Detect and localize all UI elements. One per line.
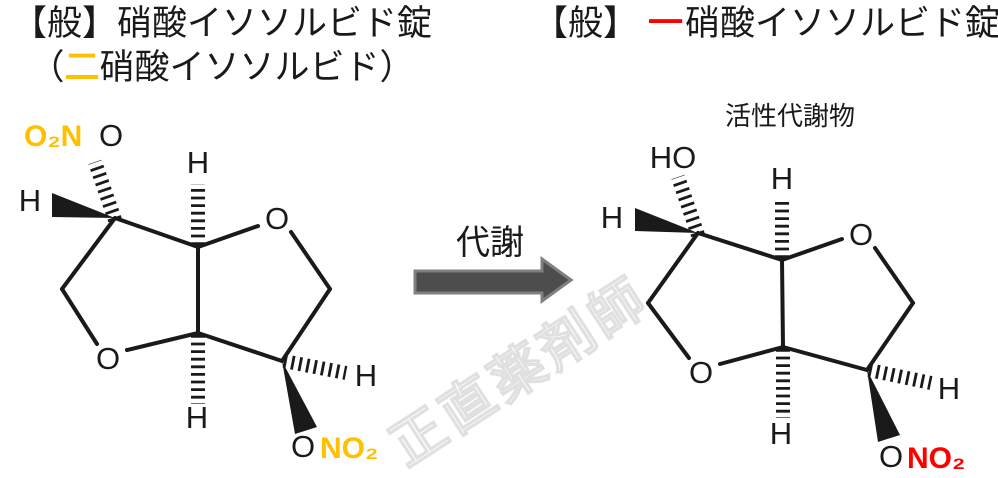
ring-oxygen-label: O	[849, 217, 873, 252]
bond	[646, 301, 691, 360]
oxygen-label: O	[879, 439, 903, 474]
bond	[865, 301, 915, 372]
hashed-wedge-bond	[671, 174, 705, 238]
left-generic-name-title: 【般】硝酸イソソルビド錠 （二硝酸イソソルビド）	[0, 2, 444, 90]
molecule-isosorbide-dinitrate: O₂N O H H O O H H O NO₂	[19, 118, 379, 465]
right-arrow-shape	[413, 256, 574, 304]
right-ring-bonds	[646, 231, 915, 372]
bond	[780, 237, 844, 262]
nitrate-group-label: NO₂	[320, 432, 378, 465]
bond	[646, 231, 700, 305]
solid-wedge-bond	[52, 193, 115, 218]
ring-oxygen-label: O	[689, 355, 713, 390]
metabolism-arrow	[413, 256, 574, 304]
ring-oxygen-label: O	[96, 341, 120, 376]
left-title-highlight-di: 二	[64, 48, 100, 87]
hydrogen-label: H	[186, 400, 208, 435]
right-title-rest: 硝酸イソソルビド錠	[685, 4, 998, 43]
hydrogen-label: H	[601, 200, 623, 235]
right-atom-labels: HO H H O O H H O NO₂	[601, 140, 966, 475]
bond	[60, 216, 117, 291]
bond	[873, 246, 915, 305]
solid-wedge-bond	[867, 370, 900, 442]
bond	[125, 331, 200, 352]
right-generic-name-title: 【般】一硝酸イソソルビド錠	[533, 2, 998, 46]
hydroxyl-label: HO	[650, 140, 697, 175]
bond	[196, 224, 260, 249]
bond	[781, 345, 869, 372]
solid-wedge-bond	[635, 208, 698, 233]
bond	[196, 331, 284, 363]
hydrogen-label: H	[187, 145, 209, 180]
nitrate-group-label: NO₂	[907, 442, 965, 475]
bond	[60, 287, 99, 346]
solid-wedge-bond	[282, 361, 317, 434]
hashed-wedge-bond	[282, 354, 348, 380]
molecule-active-metabolite: 活性代謝物 HO H H O O H H O	[601, 101, 966, 475]
active-metabolite-caption: 活性代謝物	[725, 101, 855, 131]
bond	[696, 231, 784, 262]
hydrogen-label: H	[19, 183, 41, 218]
left-title-open-paren: （	[29, 48, 65, 87]
hydrogen-label: H	[771, 161, 793, 196]
left-title-line1: 【般】硝酸イソソルビド錠	[11, 4, 432, 43]
hashed-wedge-bond	[867, 363, 933, 390]
hydrogen-label: H	[938, 371, 960, 406]
right-stereo-bonds	[635, 174, 933, 442]
bond	[113, 216, 200, 249]
left-title-line2-rest: 硝酸イソソルビド）	[99, 48, 415, 87]
oxygen-label: O	[99, 118, 123, 153]
left-ring-bonds	[60, 216, 332, 363]
bond	[718, 345, 785, 366]
left-atom-labels: O₂N O H H O O H H O NO₂	[19, 118, 379, 465]
hydrogen-label: H	[770, 416, 792, 451]
left-stereo-bonds	[52, 159, 348, 434]
bond-ring-fusion	[780, 258, 785, 349]
metabolism-label: 代謝	[456, 224, 524, 262]
oxygen-label: O	[291, 429, 315, 464]
bond	[280, 287, 332, 363]
nitrate-group-label: O₂N	[24, 120, 82, 153]
hydrogen-label: H	[355, 358, 377, 393]
hashed-wedge-bond	[88, 159, 122, 223]
right-title-highlight-mono: 一	[648, 4, 684, 43]
right-title-bracket: 【般】	[533, 4, 639, 43]
ring-oxygen-label: O	[265, 201, 289, 236]
left-title-line2: （二硝酸イソソルビド）	[0, 46, 444, 90]
bond	[289, 230, 332, 291]
